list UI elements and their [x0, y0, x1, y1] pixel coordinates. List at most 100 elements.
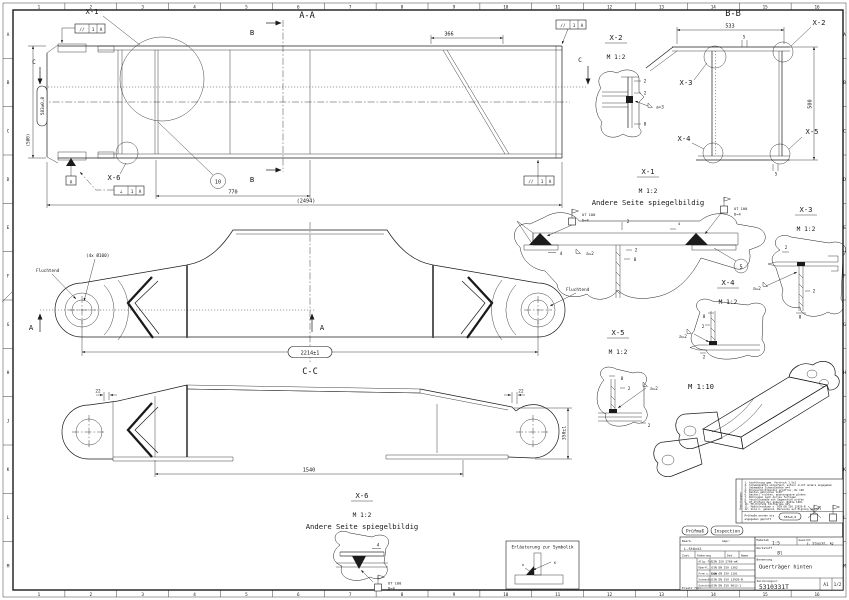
section-title: B-B: [725, 9, 741, 19]
grid-col-label-top: 11: [555, 4, 561, 10]
svg-text:UT 100: UT 100: [388, 582, 401, 586]
weld-flag-right: UT 100 D=4: [704, 196, 747, 235]
pruefmass-2214: 2214±1: [81, 320, 539, 358]
detail-title: X-3: [800, 205, 813, 214]
detail-circle-x6: [115, 141, 139, 165]
grid-col-label-top: 8: [401, 4, 404, 10]
std-value: DIN EN ISO 1101: [712, 572, 738, 576]
std-label: Schweißn.: [699, 578, 713, 582]
svg-text:5: 5: [775, 172, 778, 178]
gewicht-value: s. Stueckl. kg: [807, 542, 834, 546]
mirror-note: Andere Seite spiegelbildig: [306, 522, 419, 531]
datum-a: A: [65, 158, 77, 186]
svg-text:1: 1: [92, 27, 95, 33]
notes-bottom-1: Prüfmaße werden wie: [745, 514, 775, 518]
weld-flag-left: UT 100 b=4: [546, 208, 595, 237]
grid-row-label-right: G: [843, 322, 846, 328]
grid-col-label-top: 6: [297, 4, 300, 10]
dim-1540: 1540: [154, 460, 464, 477]
view-section-b-b: B-B X-2 X-3 X-4 X-5 533 5: [645, 9, 825, 178]
grid-col-label-bottom: 2: [90, 592, 93, 598]
grid-col-label-top: 4: [193, 4, 196, 10]
detail-x1: X-1 M 1:2 Andere Seite spiegelbildig UT …: [514, 167, 766, 300]
svg-text:4: 4: [560, 251, 563, 257]
note-line: 8. Anschlussmaße mit Gegenstück prüfen: [745, 497, 805, 501]
fillet-weld-symbol: [686, 328, 693, 334]
grid-col-label-bottom: 8: [401, 592, 404, 598]
note-line: 5. Kanten gebrochen 1x45°: [745, 490, 784, 494]
grid-col-label-bottom: 6: [297, 592, 300, 598]
svg-text:A: A: [581, 23, 584, 29]
grid-col-label-bottom: 7: [349, 592, 352, 598]
gepr-label: Gepr.: [722, 539, 731, 543]
grid-col-label-top: 1: [38, 4, 41, 10]
weld-fill: [709, 341, 717, 345]
zust-label: Zust.: [682, 553, 691, 557]
svg-text:2: 2: [813, 289, 816, 295]
holes-note: (4x Ø100): [86, 252, 109, 259]
benennung-label: Benennung: [757, 558, 773, 562]
stamp-inspection: Inspection: [714, 529, 740, 535]
grid-row-label-left: C: [7, 128, 10, 134]
svg-text:A: A: [139, 189, 142, 195]
grid-col-label-bottom: 11: [555, 592, 561, 598]
grid-col-label-bottom: 9: [453, 592, 456, 598]
grid-row-label-left: A: [7, 32, 10, 38]
grid-row-label-left: J: [7, 418, 10, 424]
svg-text:D=4: D=4: [388, 587, 395, 591]
note-line: 2. Schweißnähte umlaufend, sofern nicht …: [745, 483, 833, 487]
grid-row-label-right: A: [843, 32, 846, 38]
notes-block: Bemerkungen 1. Ausführung gem. Vordruck …: [735, 478, 844, 524]
svg-text:2: 2: [702, 324, 705, 330]
grid-row-label-left: G: [7, 322, 10, 328]
svg-text:5: 5: [743, 35, 746, 41]
iso-hole: [683, 425, 697, 437]
grid-row-label-right: L: [843, 515, 846, 521]
grid-col-label-top: 13: [659, 4, 665, 10]
svg-text:22: 22: [95, 389, 101, 395]
svg-text:a=2: a=2: [679, 334, 687, 340]
detail-title: X-4: [722, 278, 735, 287]
iso-hole: [661, 454, 675, 466]
notes-bottom-2: angegeben geprüft: [745, 517, 772, 521]
fillet-weld-symbol: [762, 281, 769, 287]
svg-text:5: 5: [739, 265, 742, 271]
svg-text:b=4: b=4: [582, 219, 589, 223]
aenderung-label: Änderung: [697, 552, 711, 557]
grid-col-label-top: 2: [90, 4, 93, 10]
detail-scale: M 1:2: [639, 188, 658, 195]
detail-scale: M 1:2: [719, 299, 738, 306]
svg-text:1: 1: [131, 189, 134, 195]
dim-22-left: 22: [95, 389, 117, 401]
zeichnungsnr-value: 5310331T: [759, 584, 789, 591]
svg-text:2: 2: [628, 386, 631, 392]
note-line: 10. MT-Prüfung Stichprobe 10%: [745, 502, 791, 506]
fcf-parallel-top-left: // 1 A: [60, 23, 106, 43]
grid-col-label-bottom: 12: [607, 592, 613, 598]
legend-title: Erläuterung zur Symbolik: [511, 545, 573, 551]
std-label: Schnittk.: [699, 584, 713, 588]
notes-flag-crossed: [807, 504, 822, 522]
grid-row-label-left: F: [7, 273, 10, 279]
dim-580: (580): [26, 45, 46, 159]
weld-fill: [626, 96, 633, 103]
detail-x3: X-3 M 1:2 2 2 8 a=2: [753, 205, 846, 321]
fillet-weld-symbol: [642, 381, 649, 387]
grid-col-label-bottom: 4: [193, 592, 196, 598]
werkstoff-label: Werkstoff: [757, 546, 773, 550]
fcf-perpendicular: ⊥ 1 A: [79, 171, 145, 196]
legend-k: K: [554, 561, 556, 565]
svg-text:2: 2: [635, 248, 638, 254]
detail-label-x6: X-6: [108, 173, 121, 182]
blatt-value: 1/2: [834, 582, 842, 588]
svg-text://: //: [528, 179, 534, 185]
balloon-10: 10: [157, 121, 226, 189]
section-title: A-A: [299, 11, 315, 21]
cut-label-c-left: C: [32, 59, 36, 66]
cut-label-a-left: A: [29, 323, 34, 332]
grid-row-label-right: H: [843, 370, 846, 376]
svg-text:(2494): (2494): [297, 199, 316, 205]
grid-row-label-right: E: [843, 225, 846, 231]
detail-title: X-1: [642, 167, 655, 176]
